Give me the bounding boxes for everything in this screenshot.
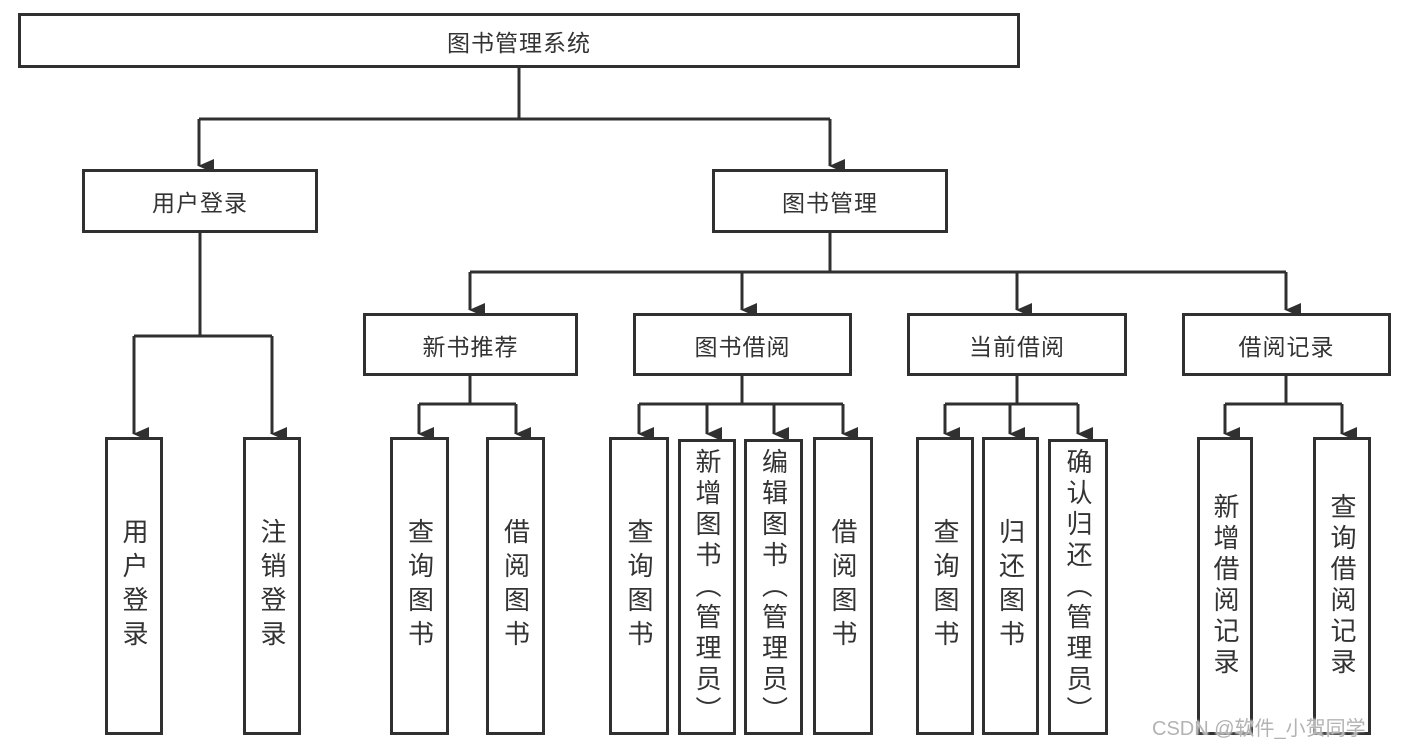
node-book-borrow: 图书借阅 [633,313,852,376]
node-confirm-return-admin-label: 确认归还（管理员） [1063,447,1093,727]
node-query-books-recommend-label: 查询图书 [404,518,435,654]
node-user-login-label: 用户登录 [152,190,248,216]
connector-book-borrow-trunk [639,376,843,406]
connector-current-borrow-trunk [945,376,1078,406]
node-login-label: 用户登录 [119,518,149,654]
connector-book-management-trunk [470,233,1286,274]
node-query-books-recommend: 查询图书 [390,437,449,735]
node-add-borrow-record: 新增借阅记录 [1197,437,1253,735]
node-query-books-borrow: 查询图书 [609,437,669,735]
node-borrow-records-label: 借阅记录 [1238,333,1335,360]
node-confirm-return-admin: 确认归还（管理员） [1048,439,1108,735]
csdn-watermark: CSDN @软件_小贺同学 [1152,718,1366,740]
node-query-books-current: 查询图书 [916,437,974,735]
node-return-books: 归还图书 [982,437,1039,735]
node-query-books-current-label: 查询图书 [930,518,960,654]
node-return-books-label: 归还图书 [995,518,1026,654]
connector-borrow-records-trunk [1225,376,1342,406]
node-book-borrow-label: 图书借阅 [694,333,791,360]
node-current-borrow-label: 当前借阅 [969,333,1065,360]
node-library-system-label: 图书管理系统 [447,29,591,56]
node-book-management-label: 图书管理 [782,190,878,216]
node-borrow-books-recommend: 借阅图书 [486,437,545,735]
node-edit-books-admin-label: 编辑图书（管理员） [758,447,789,727]
node-user-login: 用户登录 [82,169,318,233]
node-book-management: 图书管理 [712,169,948,233]
node-logout-label: 注销登录 [257,518,287,654]
node-query-borrow-record: 查询借阅记录 [1313,437,1371,735]
node-add-borrow-record-label: 新增借阅记录 [1210,493,1240,679]
node-add-books-admin: 新增图书（管理员） [678,439,736,735]
node-borrow-books-recommend-label: 借阅图书 [500,518,531,654]
node-borrow-records: 借阅记录 [1182,313,1391,376]
node-add-books-admin-label: 新增图书（管理员） [692,447,722,727]
node-query-borrow-record-label: 查询借阅记录 [1327,493,1357,679]
node-library-system: 图书管理系统 [18,13,1020,68]
node-borrow-books-label: 借阅图书 [828,518,858,654]
node-edit-books-admin: 编辑图书（管理员） [744,439,803,735]
node-new-book-recommend: 新书推荐 [363,313,578,376]
node-query-books-borrow-label: 查询图书 [624,518,654,654]
node-new-book-recommend-label: 新书推荐 [422,333,519,360]
node-current-borrow: 当前借阅 [907,313,1127,376]
node-borrow-books: 借阅图书 [813,437,873,735]
node-logout: 注销登录 [243,437,301,735]
connector-root-trunk [199,68,830,121]
connector-user-login-trunk [134,233,272,338]
node-login: 用户登录 [105,437,163,735]
connector-new-book-trunk [419,376,516,406]
